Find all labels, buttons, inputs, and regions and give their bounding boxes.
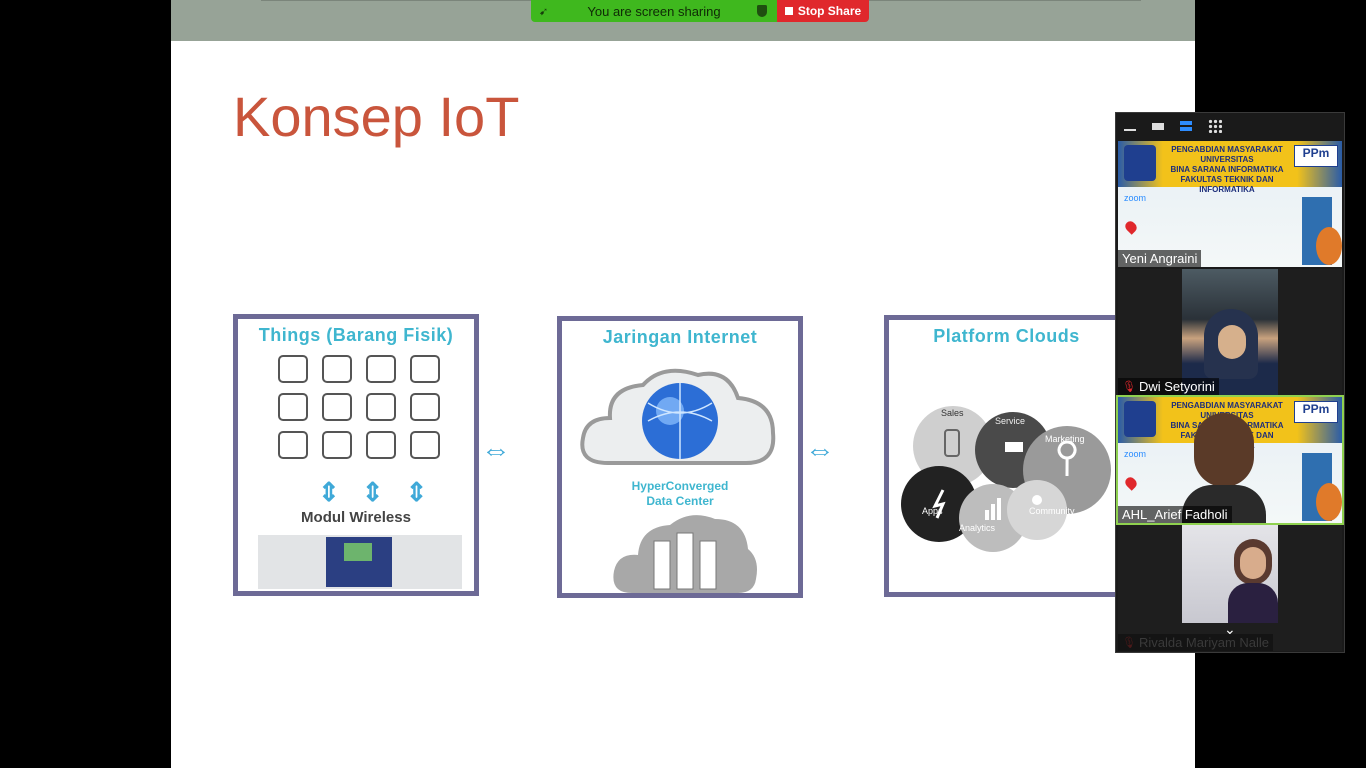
zoom-logo: zoom [1124,193,1147,203]
virtual-background-banner: PENGABDIAN MASYARAKAT UNIVERSITAS BINA S… [1118,141,1342,267]
camera-feed [1182,269,1278,395]
vertical-arrows-icon: ⇕⇕⇕ [318,477,428,507]
stop-icon [784,7,793,15]
microwave-icon [410,431,440,459]
ppm-logo: PPm [1294,145,1338,167]
things-panel-title: Things (Barang Fisik) [258,325,454,345]
participant-name-text: Rivalda Mariyam Nalle [1138,635,1270,650]
banner-line2: UNIVERSITAS [1200,155,1254,164]
double-arrow-icon: ⇔ [481,434,511,467]
pin-icon[interactable]: ➹ [539,6,549,18]
wireless-module-image [258,535,462,589]
cloud-globe-icon [580,368,776,465]
bubble-marketing: Marketing [1045,434,1085,444]
video-gallery-panel: PENGABDIAN MASYARAKAT UNIVERSITAS BINA S… [1115,112,1345,653]
mic-muted-icon: 🎙︎ [1122,637,1136,649]
participant-tile-dwi[interactable]: 🎙︎Dwi Setyorini [1118,269,1342,395]
screen-share-text: You are screen sharing [587,3,721,19]
person-silhouette [1182,403,1266,523]
tree-image [1316,227,1342,265]
internet-panel: Jaringan Internet HyperConverged Data Ce… [557,316,803,598]
location-pin-icon [1123,475,1139,491]
clouds-panel: Platform Clouds Sales Service Marketing … [884,315,1124,597]
participant-name: Yeni Angraini [1118,250,1202,267]
location-pin-icon [1123,219,1139,235]
mixer-icon [366,431,396,459]
devices-icon-grid [278,355,448,459]
active-speaker-icon[interactable] [1152,119,1166,131]
modul-wireless-label: Modul Wireless [301,509,411,526]
participant-name: 🎙︎Dwi Setyorini [1118,378,1219,395]
university-logo [1124,145,1156,181]
kettle-icon [278,431,308,459]
stop-share-button[interactable]: Stop Share [777,0,869,22]
participant-tile-rivalda[interactable]: 🎙︎Rivalda Mariyam Nalle ⌄ [1118,525,1342,651]
participant-name-text: Dwi Setyorini [1138,379,1215,394]
bubble-service: Service [995,416,1026,426]
dryer-icon [322,431,352,459]
screen-share-bar: ➹ You are screen sharing Stop Share [531,0,869,22]
data-center-text: Data Center [646,494,714,508]
zoom-logo: zoom [1124,449,1147,459]
bubble-community: Community [1029,506,1075,516]
server-cloud-icon [613,515,757,593]
things-panel: Things (Barang Fisik) ⇕⇕⇕ Modul Wireless [233,314,479,596]
washer-icon [366,355,396,383]
ppm-logo: PPm [1294,401,1338,423]
printer-icon [278,355,308,383]
bubble-sales: Sales [941,408,964,418]
heater-icon [278,393,308,421]
slide-title: Konsep IoT [233,85,520,148]
fax-icon [322,393,352,421]
banner-line4: FAKULTAS TEKNIK DAN INFORMATIKA [1180,175,1274,194]
minimize-icon[interactable] [1124,119,1138,131]
panel-toolbar [1116,113,1344,139]
clouds-panel-title: Platform Clouds [933,326,1080,346]
gallery-view-icon[interactable] [1208,119,1222,133]
data-center-label: HyperConverged Data Center [562,479,798,509]
double-arrow-icon: ⇔ [805,434,835,467]
shared-slide: Konsep IoT Things (Barang Fisik) ⇕⇕⇕ Mod… [171,0,1195,768]
participant-name: 🎙︎Rivalda Mariyam Nalle [1118,634,1274,651]
screen-share-status[interactable]: ➹ You are screen sharing [531,0,777,22]
thumbnail-view-icon[interactable] [1180,119,1194,131]
stop-share-label: Stop Share [797,4,862,18]
mic-muted-icon: 🎙︎ [1122,381,1136,393]
chevron-down-icon[interactable]: ⌄ [1224,621,1236,637]
bubble-analytics: Analytics [959,523,996,533]
participant-tile-yeni[interactable]: PENGABDIAN MASYARAKAT UNIVERSITAS BINA S… [1118,141,1342,267]
lock-icon [410,393,440,421]
participant-name-text: AHL_Arief Fadholi [1122,507,1228,522]
atom-icon [322,355,352,383]
university-logo [1124,401,1156,437]
participant-tile-arief[interactable]: PENGABDIAN MASYARAKAT UNIVERSITAS BINA S… [1116,395,1344,525]
banner-line3: BINA SARANA INFORMATIKA [1170,165,1284,174]
camera-icon [366,393,396,421]
banner-line1: PENGABDIAN MASYARAKAT [1171,145,1283,154]
participant-name-text: Yeni Angraini [1122,251,1198,266]
tree-image [1316,483,1342,521]
participant-name: AHL_Arief Fadholi [1118,506,1232,523]
banner-line1: PENGABDIAN MASYARAKAT [1171,401,1283,410]
camera-feed [1182,525,1278,623]
hyperconverged-text: HyperConverged [631,479,729,493]
cloud-services-diagram [901,406,1111,552]
internet-panel-title: Jaringan Internet [602,327,758,347]
shield-icon [757,5,767,17]
bubble-apps: Apps [922,506,943,516]
phone-icon [410,355,440,383]
banner-text: PENGABDIAN MASYARAKAT UNIVERSITAS BINA S… [1162,145,1292,195]
